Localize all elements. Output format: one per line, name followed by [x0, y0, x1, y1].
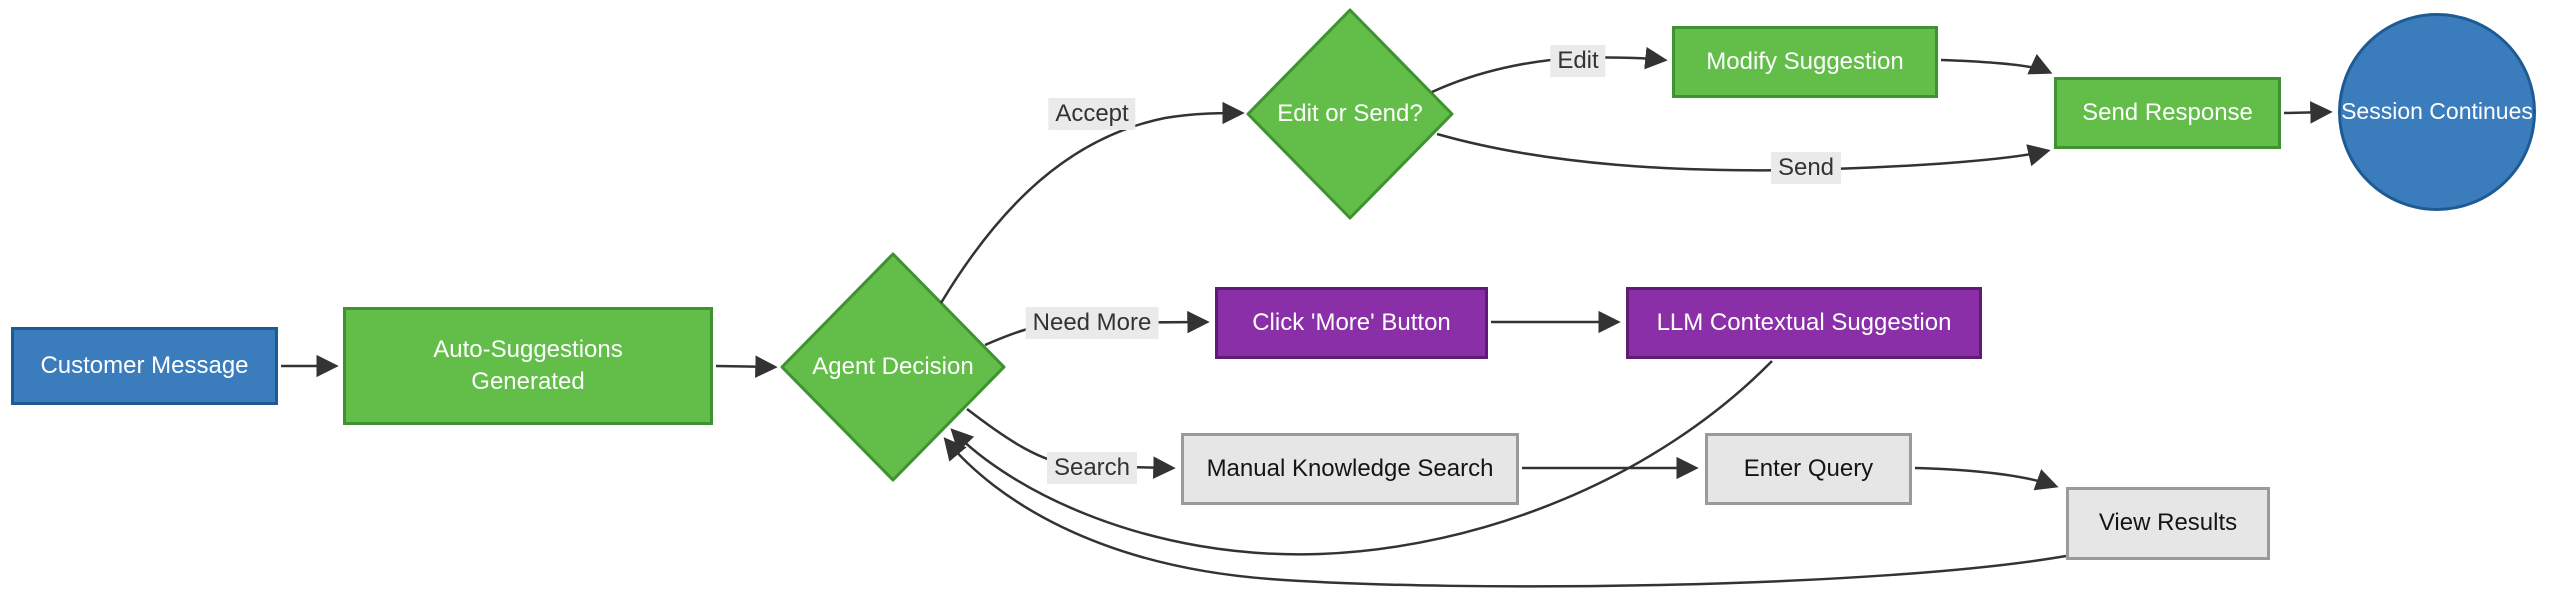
node-modify-suggestion-label: Modify Suggestion [1706, 47, 1904, 75]
edge-label-need-more: Need More [1025, 307, 1159, 339]
node-edit-or-send-shape [1246, 8, 1454, 220]
edge-modify-suggestion-to-send-response [1940, 53, 2053, 75]
edge-send-response-to-session-continues [2283, 101, 2333, 124]
node-auto-suggestions: Auto-Suggestions Generated [343, 307, 713, 425]
node-agent-decision-shape [780, 252, 1006, 482]
node-enter-query: Enter Query [1705, 433, 1912, 505]
edge-label-accept: Accept [1048, 98, 1136, 130]
node-llm-contextual-suggestion: LLM Contextual Suggestion [1626, 287, 1982, 359]
node-agent-decision-label: Agent Decision [812, 353, 974, 380]
node-auto-suggestions-label: Auto-Suggestions Generated [433, 335, 623, 395]
node-customer-message: Customer Message [11, 327, 278, 405]
node-send-response: Send Response [2054, 77, 2281, 149]
edge-agent-decision-to-edit-or-send [939, 101, 1245, 304]
node-session-continues: Session Continues [2338, 13, 2536, 211]
node-modify-suggestion: Modify Suggestion [1672, 26, 1938, 98]
node-edit-or-send-label: Edit or Send? [1277, 100, 1423, 127]
edge-label-edit: Edit [1550, 45, 1606, 77]
edge-llm-contextual-suggestion-to-agent-decision [950, 360, 1773, 556]
node-view-results: View Results [2066, 487, 2270, 560]
node-click-more-button: Click 'More' Button [1215, 287, 1488, 359]
node-view-results-label: View Results [2098, 509, 2238, 537]
node-llm-contextual-suggestion-label: LLM Contextual Suggestion [1656, 308, 1952, 336]
node-manual-knowledge-search-label: Manual Knowledge Search [1206, 454, 1494, 482]
node-send-response-label: Send Response [2082, 98, 2253, 126]
edge-view-results-to-agent-decision [943, 437, 2067, 588]
edge-label-search: Search [1046, 452, 1138, 484]
edge-enter-query-to-view-results [1914, 466, 2059, 491]
edge-edit-or-send-to-modify-suggestion [1431, 46, 1668, 94]
edge-label-send: Send [1770, 152, 1842, 184]
node-manual-knowledge-search: Manual Knowledge Search [1181, 433, 1519, 505]
edge-edit-or-send-to-send-response [1436, 132, 2051, 172]
node-session-continues-label: Session Continues [2341, 98, 2533, 125]
node-enter-query-label: Enter Query [1743, 454, 1874, 482]
node-customer-message-label: Customer Message [40, 351, 249, 379]
node-click-more-button-label: Click 'More' Button [1252, 308, 1451, 336]
edge-auto-suggestions-to-agent-decision [715, 355, 778, 378]
